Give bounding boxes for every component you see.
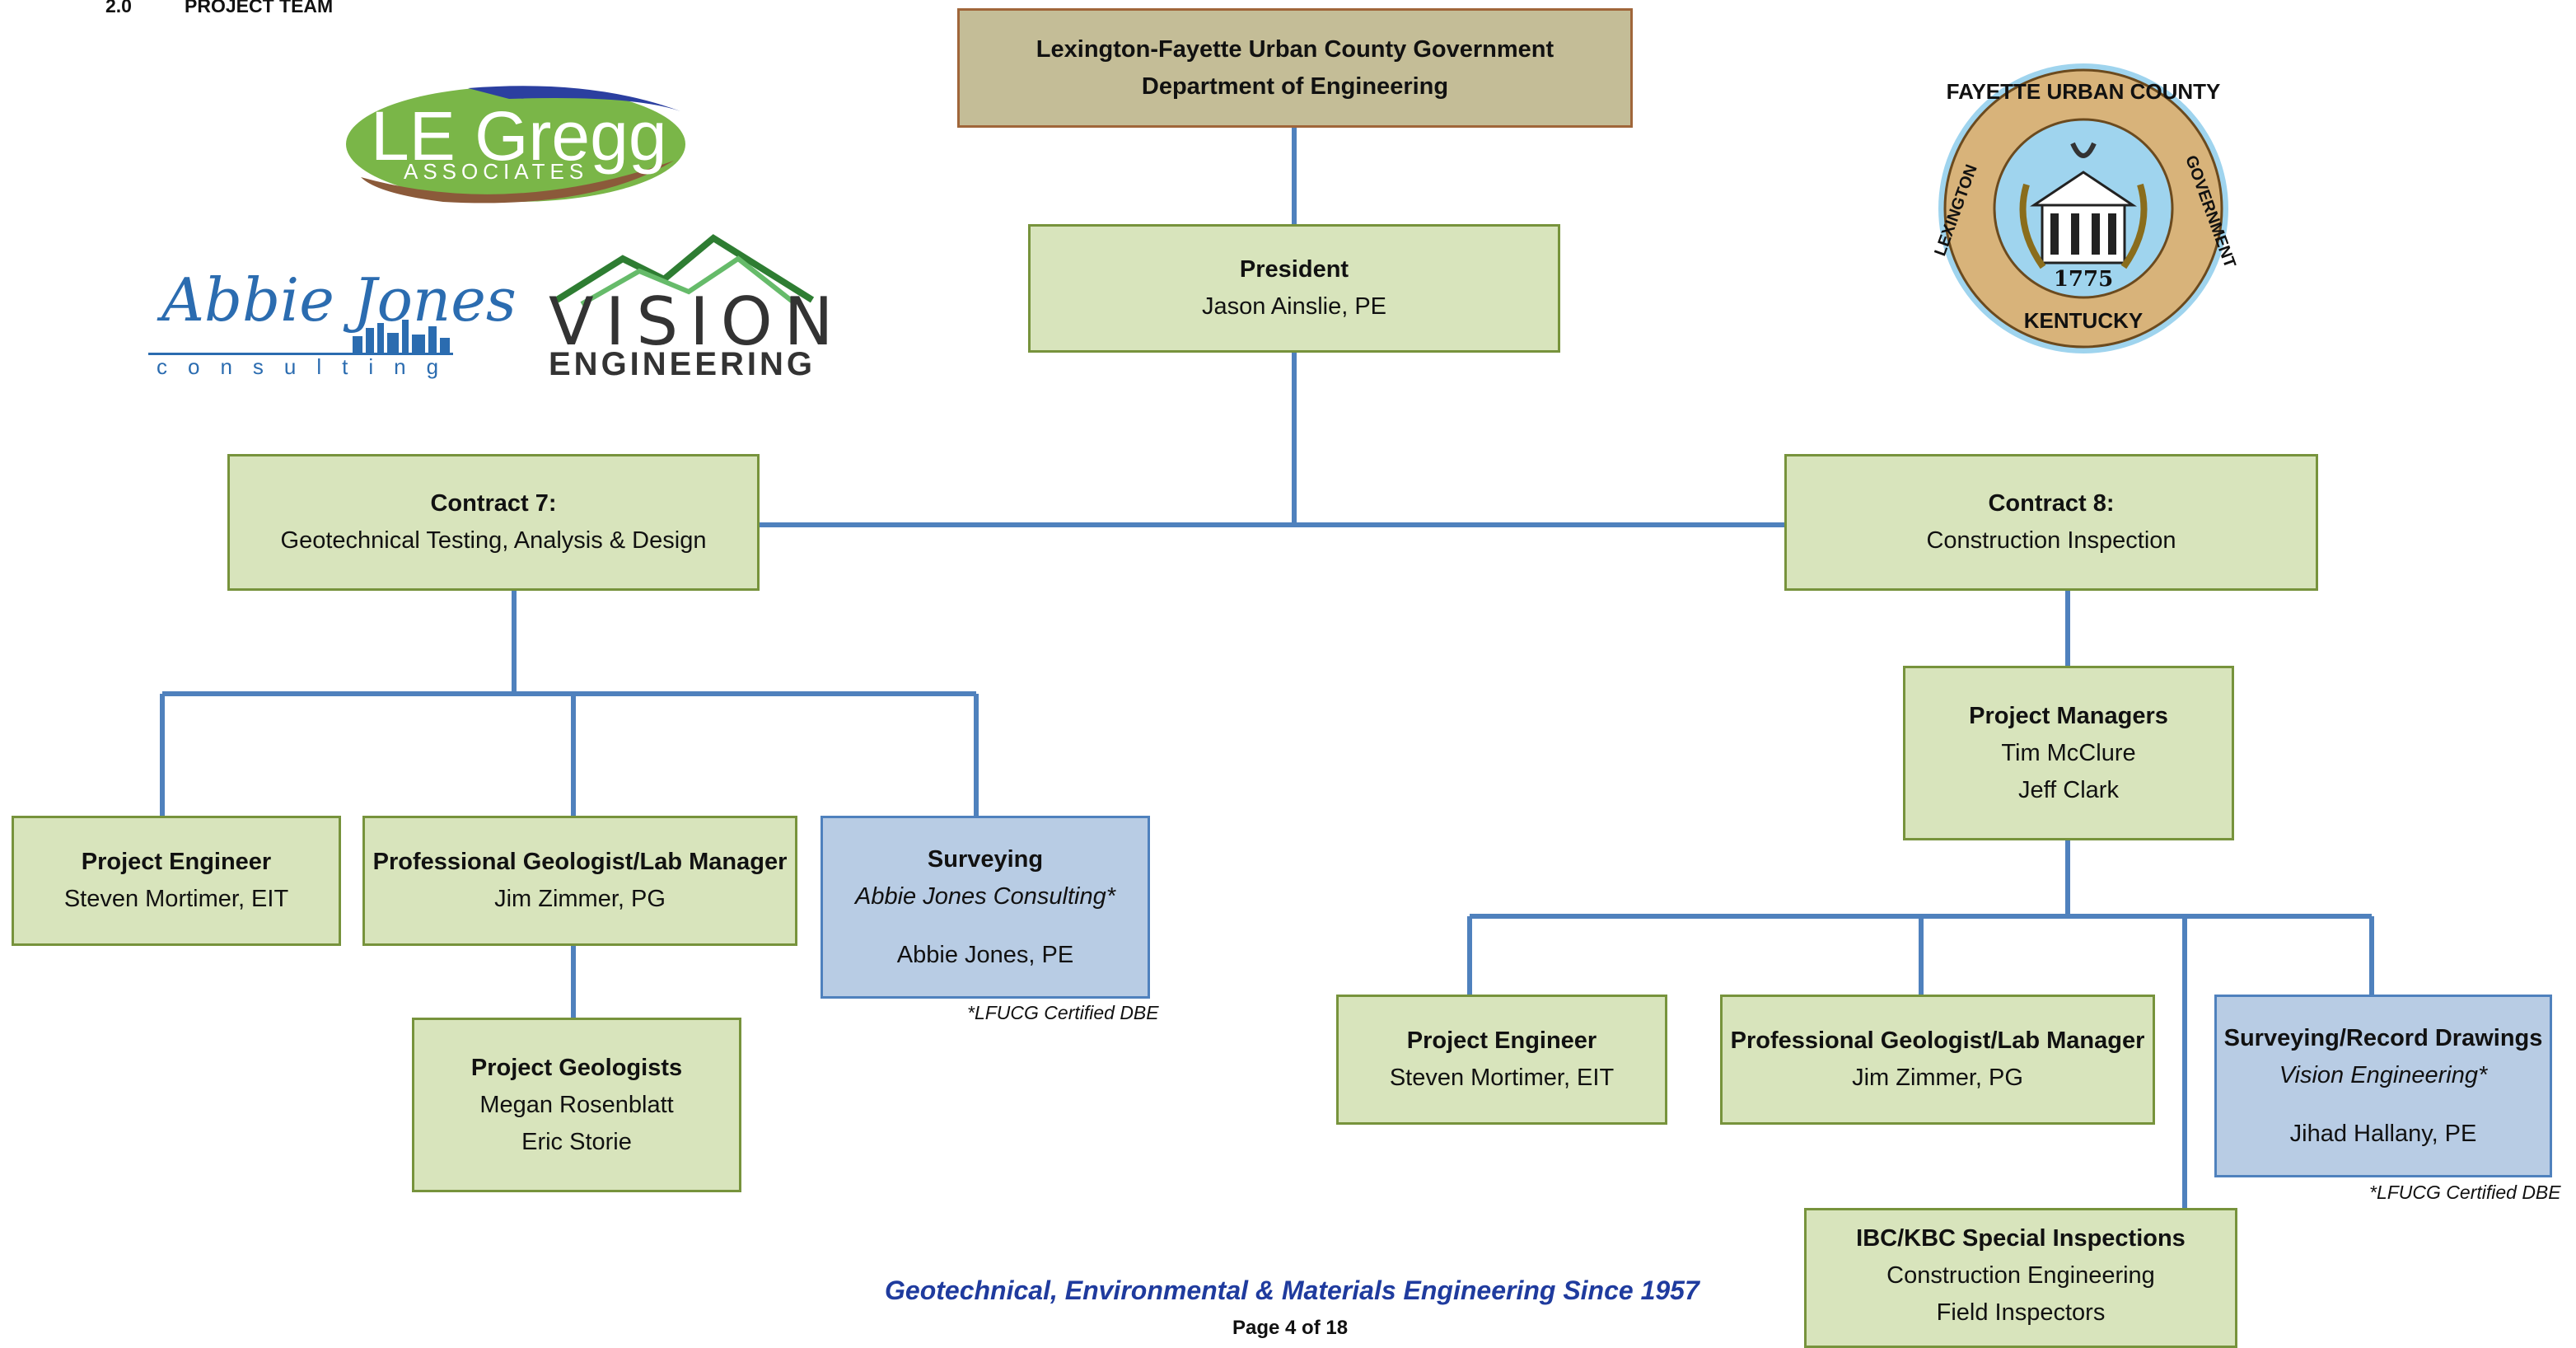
contract7-box: Contract 7: Geotechnical Testing, Analys… — [227, 454, 760, 591]
c7-project-geologists-box: Project Geologists Megan Rosenblatt Eric… — [412, 1018, 741, 1192]
c7-project-engineer-title: Project Engineer — [81, 849, 272, 875]
c7-dbe-note: *LFUCG Certified DBE — [967, 1002, 1159, 1023]
c8-special-inspections-title: IBC/KBC Special Inspections — [1856, 1225, 2186, 1252]
le-gregg-logo: LE Gregg ASSOCIATES — [344, 78, 687, 210]
c8-surveying-firm: Vision Engineering* — [2279, 1061, 2488, 1088]
c8-surveying-box: Surveying/Record Drawings Vision Enginee… — [2214, 995, 2552, 1177]
footer-page-number: Page 4 of 18 — [1232, 1317, 1349, 1339]
contract8-box: Contract 8: Construction Inspection — [1784, 454, 2318, 591]
c8-special-inspections-box: IBC/KBC Special Inspections Construction… — [1804, 1208, 2237, 1348]
mountain-icon — [554, 234, 815, 307]
engineering-logo-text: ENGINEERING — [549, 346, 816, 382]
c7-surveying-firm: Abbie Jones Consulting* — [855, 882, 1115, 910]
c8-project-manager-name: Tim McClure — [2001, 739, 2136, 766]
section-number: 2.0 — [105, 0, 132, 16]
footer-tagline: Geotechnical, Environmental & Materials … — [885, 1275, 1699, 1305]
contract8-title: Contract 8: — [1988, 490, 2115, 517]
c8-geologist-name: Jim Zimmer, PG — [1852, 1065, 2023, 1091]
contract7-subtitle: Geotechnical Testing, Analysis & Design — [280, 527, 707, 554]
contract8-subtitle: Construction Inspection — [1926, 527, 2176, 554]
c8-project-engineer-box: Project Engineer Steven Mortimer, EIT — [1336, 995, 1667, 1125]
c8-special-inspections-line: Construction Engineering — [1886, 1262, 2155, 1289]
c8-dbe-note: *LFUCG Certified DBE — [2369, 1182, 2561, 1203]
seal-top-text: FAYETTE URBAN COUNTY — [1946, 79, 2221, 104]
seal-bottom-text: KENTUCKY — [2023, 308, 2144, 333]
c7-geologist-title: Professional Geologist/Lab Manager — [372, 849, 788, 875]
c8-geologist-title: Professional Geologist/Lab Manager — [1730, 1027, 2145, 1054]
c8-surveying-name: Jihad Hallany, PE — [2289, 1120, 2477, 1147]
c8-geologist-box: Professional Geologist/Lab Manager Jim Z… — [1720, 995, 2155, 1125]
root-line1: Lexington-Fayette Urban County Governmen… — [1036, 35, 1554, 63]
city-skyline-icon — [353, 320, 450, 353]
c7-project-geologist-name: Megan Rosenblatt — [479, 1091, 674, 1118]
c7-geologist-name: Jim Zimmer, PG — [494, 886, 666, 912]
lfucg-seal: FAYETTE URBAN COUNTY LEXINGTON GOVERNMEN… — [1931, 61, 2239, 356]
root-box: Lexington-Fayette Urban County Governmen… — [957, 8, 1633, 128]
c8-surveying-title: Surveying/Record Drawings — [2223, 1024, 2543, 1051]
c8-special-inspections-line: Field Inspectors — [1936, 1299, 2106, 1326]
c7-surveying-box: Surveying Abbie Jones Consulting* Abbie … — [820, 816, 1150, 999]
c8-project-engineer-title: Project Engineer — [1406, 1027, 1597, 1054]
c7-surveying-title: Surveying — [927, 845, 1044, 873]
abbie-jones-logo-text: Abbie Jones — [161, 265, 517, 335]
c7-surveying-name: Abbie Jones, PE — [896, 941, 1074, 968]
president-box: President Jason Ainslie, PE — [1028, 224, 1560, 353]
president-name: Jason Ainslie, PE — [1201, 293, 1387, 320]
c7-project-geologists-title: Project Geologists — [470, 1054, 683, 1081]
c7-geologist-box: Professional Geologist/Lab Manager Jim Z… — [362, 816, 797, 946]
c8-project-manager-name: Jeff Clark — [2018, 776, 2119, 803]
le-gregg-logo-subtext: ASSOCIATES — [404, 159, 589, 184]
vision-logo-text: VISION — [549, 283, 845, 360]
section-title: PROJECT TEAM — [185, 0, 334, 16]
c7-project-engineer-box: Project Engineer Steven Mortimer, EIT — [12, 816, 341, 946]
abbie-jones-logo: Abbie Jones consulting — [148, 239, 517, 379]
seal-year: 1775 — [2053, 267, 2114, 292]
c8-project-managers-title: Project Managers — [1969, 702, 2168, 729]
root-line2: Department of Engineering — [1141, 73, 1449, 100]
c7-project-geologist-name: Eric Storie — [521, 1128, 632, 1155]
president-title: President — [1239, 256, 1349, 283]
le-gregg-logo-text: LE Gregg — [371, 97, 667, 175]
c8-project-managers-box: Project Managers Tim McClure Jeff Clark — [1903, 666, 2234, 840]
c7-project-engineer-name: Steven Mortimer, EIT — [63, 886, 289, 912]
vision-engineering-logo: VISION ENGINEERING — [549, 234, 834, 382]
c8-project-engineer-name: Steven Mortimer, EIT — [1389, 1065, 1615, 1091]
abbie-jones-logo-subtext: consulting — [157, 354, 460, 379]
contract7-title: Contract 7: — [430, 490, 557, 517]
